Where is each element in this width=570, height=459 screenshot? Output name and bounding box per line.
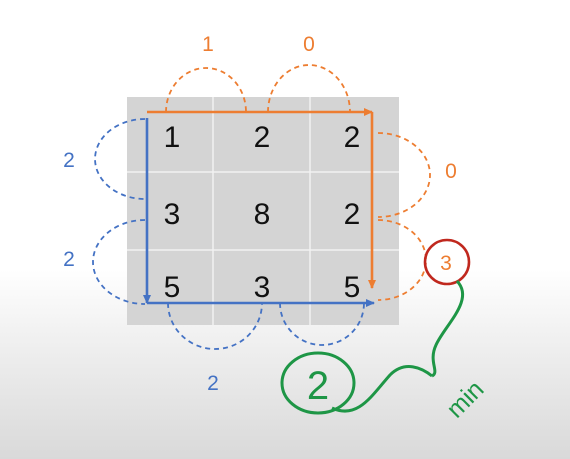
min-result-value: 2 bbox=[307, 364, 329, 408]
blue-count-left-1: 2 bbox=[63, 149, 75, 172]
blue-arc-left-1 bbox=[94, 118, 146, 200]
orange-path: 1 0 0 bbox=[147, 33, 457, 301]
orange-count-right-1: 0 bbox=[445, 160, 457, 183]
orange-arc-right-1 bbox=[377, 132, 431, 218]
grid-cell: 2 bbox=[344, 121, 361, 154]
grid-background bbox=[127, 97, 399, 325]
grid-cell: 5 bbox=[164, 271, 181, 304]
orange-count-top-2: 0 bbox=[303, 33, 315, 56]
grid-cell: 2 bbox=[254, 121, 271, 154]
min-operator-label: min bbox=[441, 375, 489, 423]
grid-cell: 8 bbox=[254, 198, 271, 231]
blue-count-left-2: 2 bbox=[63, 248, 75, 271]
green-result-circle-icon bbox=[280, 351, 356, 415]
blue-arc-bottom-2 bbox=[279, 302, 365, 346]
blue-path: 2 2 2 bbox=[63, 118, 375, 395]
orange-arc-right-2 bbox=[377, 219, 427, 301]
orange-count-right-2: 3 bbox=[440, 252, 452, 275]
grid-cell: 1 bbox=[164, 121, 181, 154]
grid-cell: 3 bbox=[164, 198, 181, 231]
green-branch-to-2 bbox=[331, 365, 433, 413]
grid-cell: 2 bbox=[344, 198, 361, 231]
green-branch-from-3 bbox=[431, 279, 465, 378]
red-circle-icon bbox=[423, 238, 471, 286]
orange-arc-top-1 bbox=[165, 67, 247, 113]
orange-total-circled: 3 bbox=[423, 238, 471, 286]
grid-cell: 5 bbox=[344, 271, 361, 304]
number-grid: 1 2 2 3 8 2 5 3 5 bbox=[127, 97, 399, 325]
orange-arc-top-2 bbox=[267, 64, 351, 113]
orange-count-top-1: 1 bbox=[202, 33, 214, 56]
grid-cell: 3 bbox=[254, 271, 271, 304]
blue-count-bottom: 2 bbox=[207, 372, 219, 395]
blue-arc-bottom-1 bbox=[167, 302, 263, 350]
blue-arc-left-2 bbox=[92, 219, 146, 305]
